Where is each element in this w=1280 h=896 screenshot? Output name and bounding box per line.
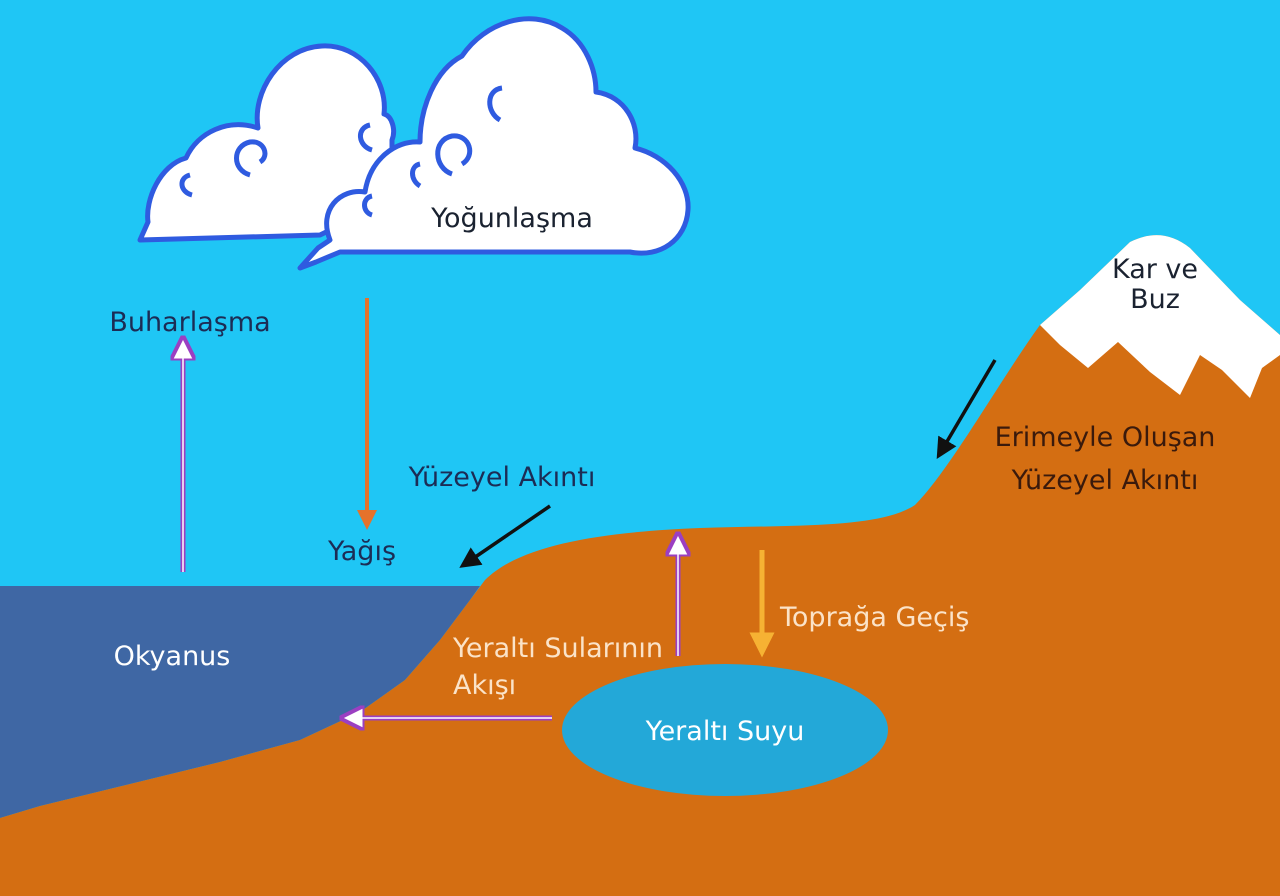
label-infiltration: Toprağa Geçiş (779, 602, 969, 633)
label-snow-ice-line1: Kar ve (1112, 254, 1198, 285)
surface-runoff-arrow (459, 504, 551, 568)
label-precipitation: Yağış (327, 536, 396, 567)
cloud-right (297, 16, 691, 271)
label-snowmelt-runoff-line1: Erimeyle Oluşan (995, 422, 1216, 453)
land-mountain (0, 235, 1280, 896)
label-snow-ice-line2: Buz (1130, 284, 1180, 315)
ocean (0, 586, 480, 818)
label-ocean: Okyanus (114, 641, 231, 672)
label-surface-runoff: Yüzeyel Akıntı (408, 462, 596, 493)
cloud-left (137, 43, 397, 243)
snow-cap (1040, 235, 1280, 398)
label-snowmelt-runoff-line2: Yüzeyel Akıntı (1011, 465, 1199, 496)
label-groundwater: Yeraltı Suyu (645, 716, 805, 747)
groundwater-reservoir (562, 664, 888, 796)
label-groundwater-flow-line2: Akışı (453, 670, 516, 701)
snowmelt-runoff-arrow (936, 359, 997, 460)
label-groundwater-flow-line1: Yeraltı Sularının (452, 633, 663, 664)
label-evaporation: Buharlaşma (109, 307, 270, 338)
label-condensation: Yoğunlaşma (430, 203, 593, 234)
